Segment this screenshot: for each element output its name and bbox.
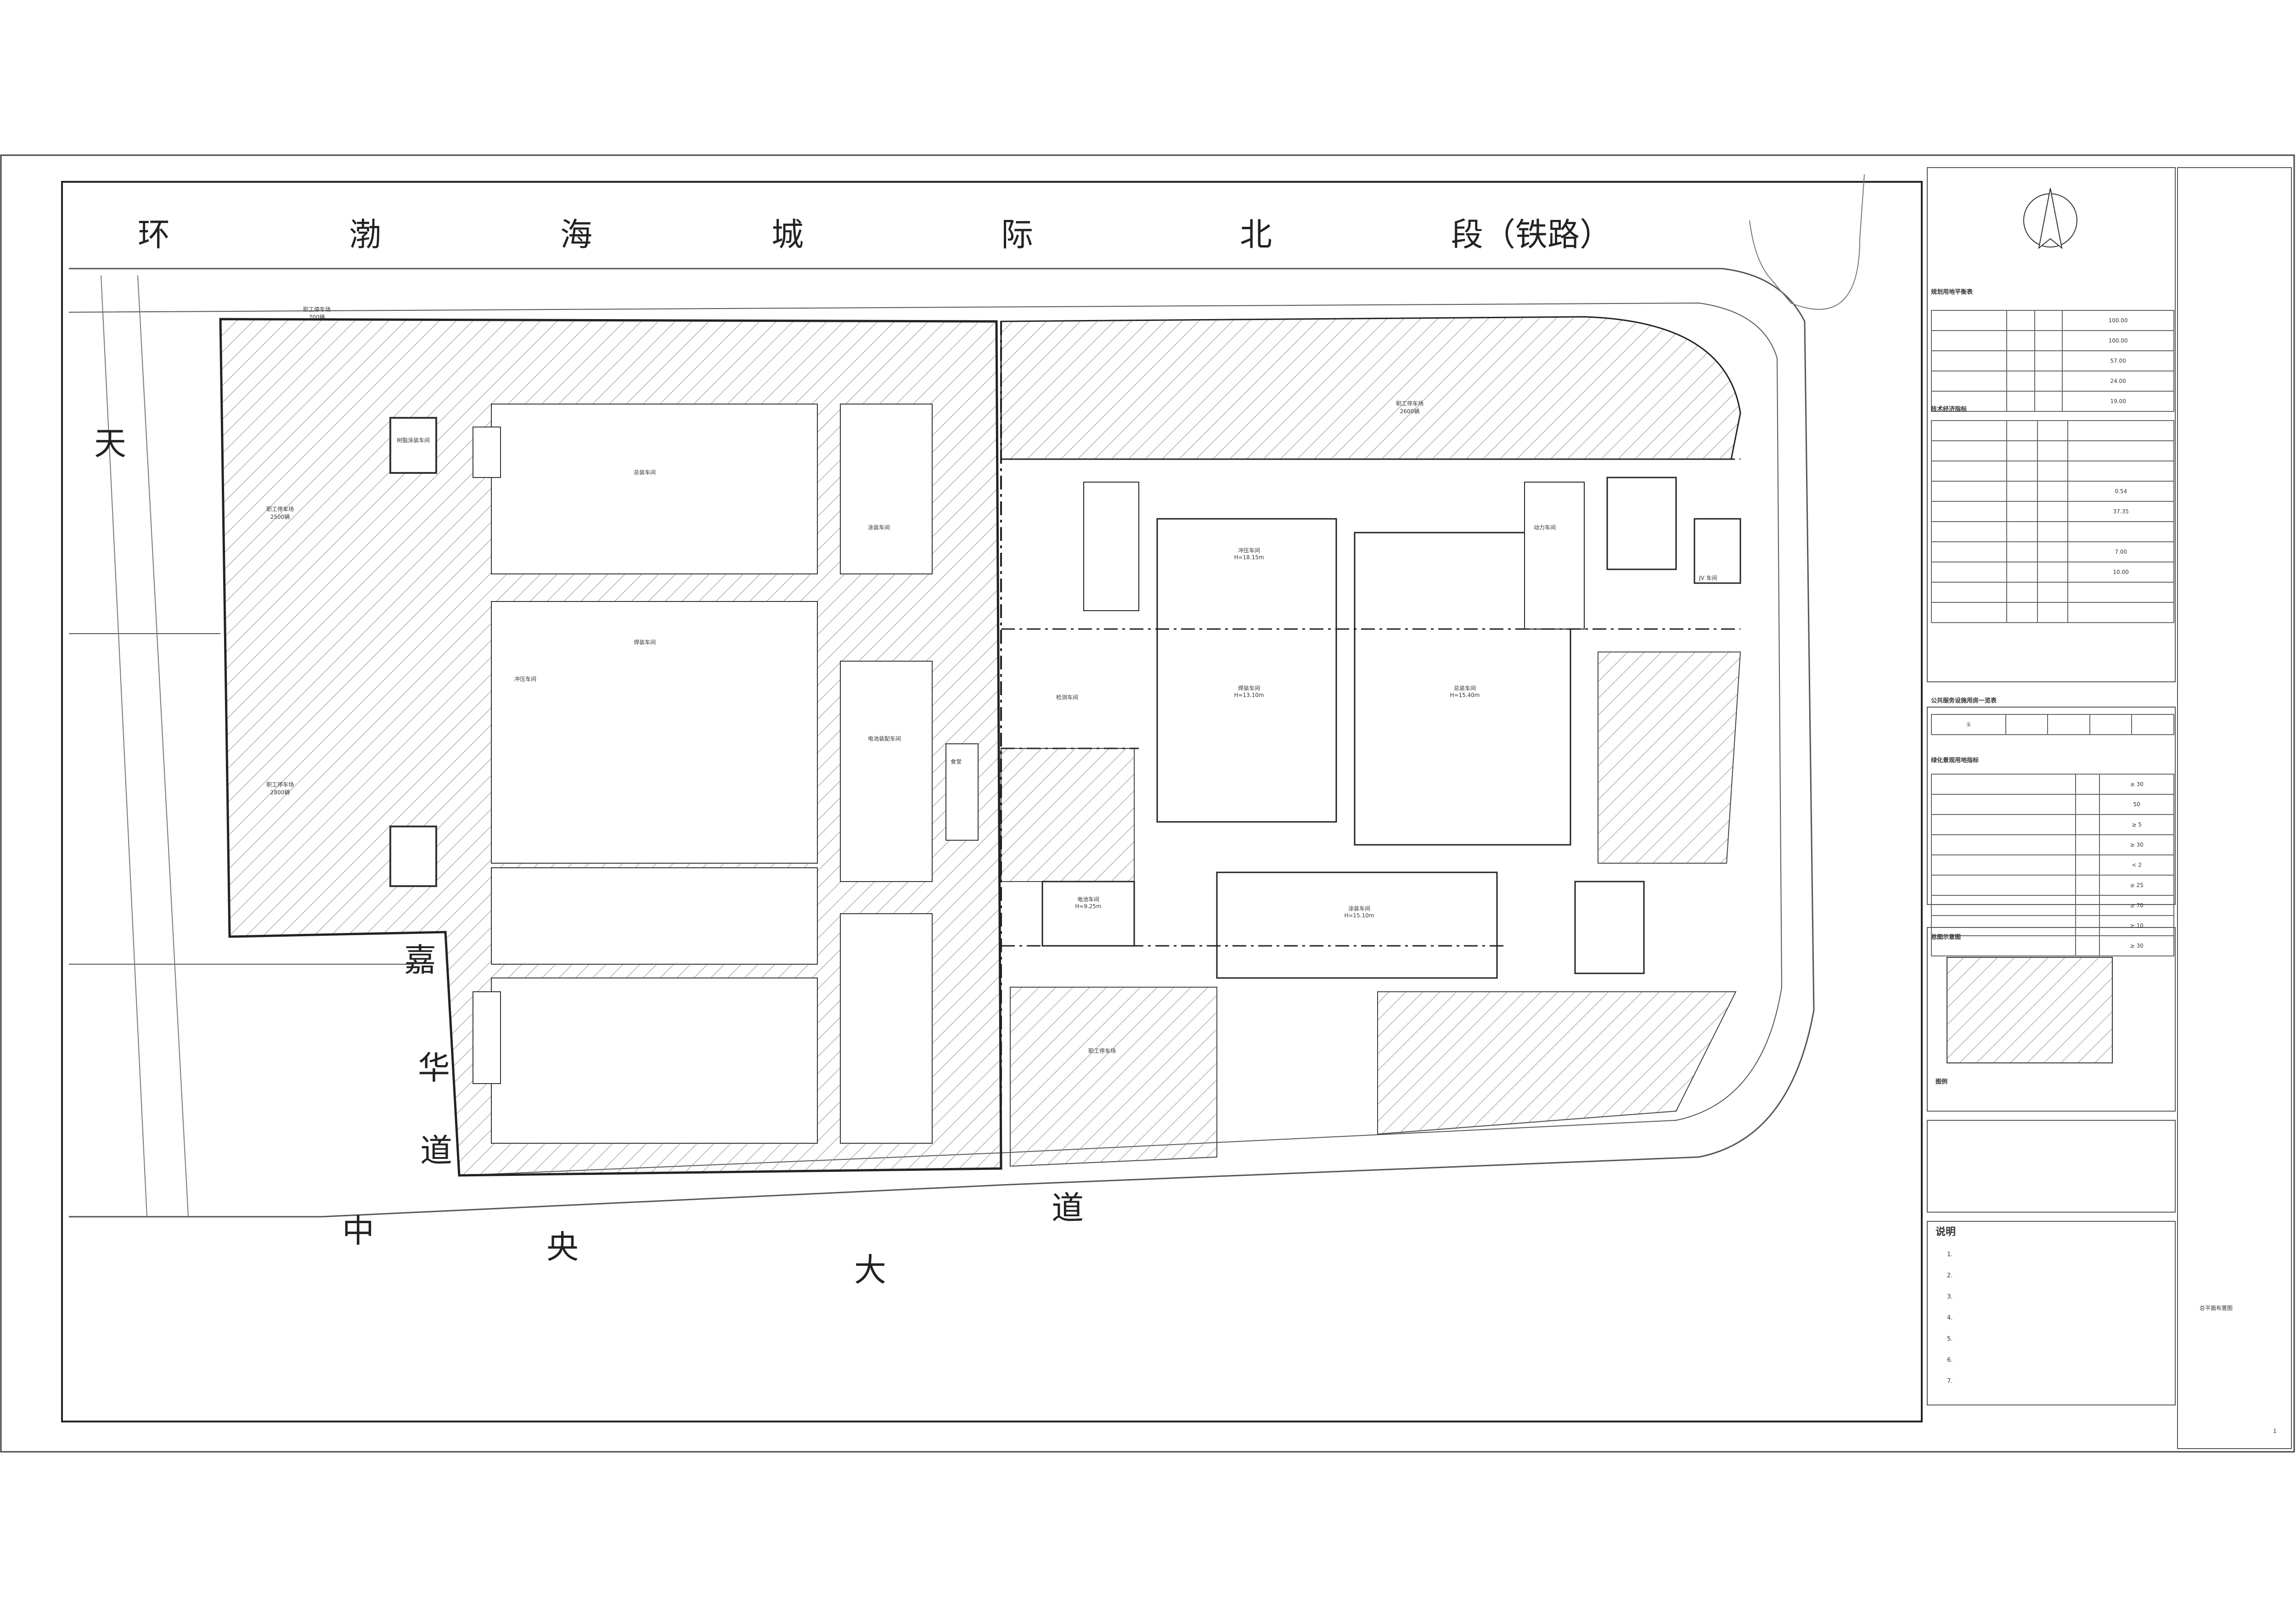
railway-label-char: 海 [560,216,592,253]
table-row [1931,582,2174,603]
building-label: 冲压车间 [514,676,537,682]
jiahua-road-char: 华 [418,1049,450,1087]
green-index-table: ≥ 30 50 ≥ 5 ≥ 30 < 2 ≥ 25 ≥ 70 ≥ 10 ≥ 30 [1931,774,2174,956]
table-row [1931,521,2174,542]
notes-title: 说明 [1936,1226,1956,1238]
table-row: < 2 [1931,854,2174,876]
table-row: 57.00 [1931,350,2174,371]
table-row: ≥ 70 [1931,895,2174,916]
list-item: 1. [1947,1251,1953,1258]
jiahua-road-char: 道 [420,1132,452,1169]
railway-label-char: 北 [1240,216,1272,253]
tech-index-table: 0.54 37.35 7.00 10.00 [1931,420,2174,623]
building-label: 职工停车场 [1088,1048,1116,1054]
railway-label-char: 环 [138,216,170,253]
table-title: 规划用地平衡表 [1931,289,1973,296]
table-row: 19.00 [1931,391,2174,412]
building-label: 树脂涂装车间 [396,437,430,444]
railway-label-char: 渤 [349,216,381,253]
list-item: 2. [1947,1272,1953,1279]
jiahua-road-char: 嘉 [404,941,436,979]
table-row: ≥ 25 [1931,875,2174,896]
notes-list: 1. 2. 3. 4. 5. 6. 7. [1947,1244,1953,1392]
table-row: 7.00 [1931,541,2174,562]
table-row: ≥ 10 [1931,915,2174,936]
list-item: 6. [1947,1357,1953,1364]
table-row: 0.54 [1931,481,2174,502]
table-row: ≥ 30 [1931,935,2174,956]
table-row [1931,440,2174,461]
central-avenue-char: 道 [1052,1189,1084,1227]
north-arrow-icon [2023,188,2077,249]
table-row: ≥ 30 [1931,774,2174,795]
list-item: 4. [1947,1315,1953,1321]
table-row [1931,461,2174,482]
table-row [1931,602,2174,623]
railway-label-char: 段（铁路） [1451,216,1612,253]
list-item: 7. [1947,1378,1953,1385]
table-row: 24.00 [1931,371,2174,392]
table-row: 50 [1931,794,2174,815]
table-title: 绿化景观用地指标 [1931,757,1979,764]
table-row: ≥ 30 [1931,834,2174,855]
table-row: 100.00 [1931,330,2174,351]
table-row: ① [1931,714,2174,735]
sheet-number: 1 [2273,1428,2277,1434]
list-item: 3. [1947,1293,1953,1300]
table-row: 37.35 [1931,501,2174,522]
table-title: 公共服务设施用房一览表 [1931,697,1997,704]
central-avenue-char: 中 [342,1212,374,1250]
building-label: JV 车间 [1699,575,1717,581]
table-row: 100.00 [1931,310,2174,331]
list-item: 5. [1947,1336,1953,1343]
keymap-title: 总图示意图 [1931,934,1961,941]
tianjiao-road-char: 天 [94,425,126,462]
building-label: 涂装车间 [868,524,890,531]
facility-table: ① [1931,714,2174,735]
table-row: 10.00 [1931,562,2174,583]
central-avenue-char: 央 [546,1228,579,1266]
central-avenue-char: 大 [854,1251,886,1289]
building-label: 总装车间 [634,469,656,476]
table-row: ≥ 5 [1931,814,2174,835]
building-label: 检测车间 [1056,694,1079,701]
railway-label-char: 城 [771,216,804,253]
building-label: 焊装车间 [634,639,656,646]
building-label: 食堂 [951,759,962,765]
table-row [1931,420,2174,441]
table-title: 技术经济指标 [1931,406,1967,413]
building-label: 电池装配车间 [868,736,901,742]
drawing-title: 总平面布置图 [2200,1305,2233,1311]
railway-label-char: 际 [1001,216,1033,253]
legend-title: 图例 [1936,1079,1948,1085]
building-label: 动力车间 [1534,524,1556,531]
land-balance-table: 100.00 100.00 57.00 24.00 19.00 [1931,310,2174,412]
